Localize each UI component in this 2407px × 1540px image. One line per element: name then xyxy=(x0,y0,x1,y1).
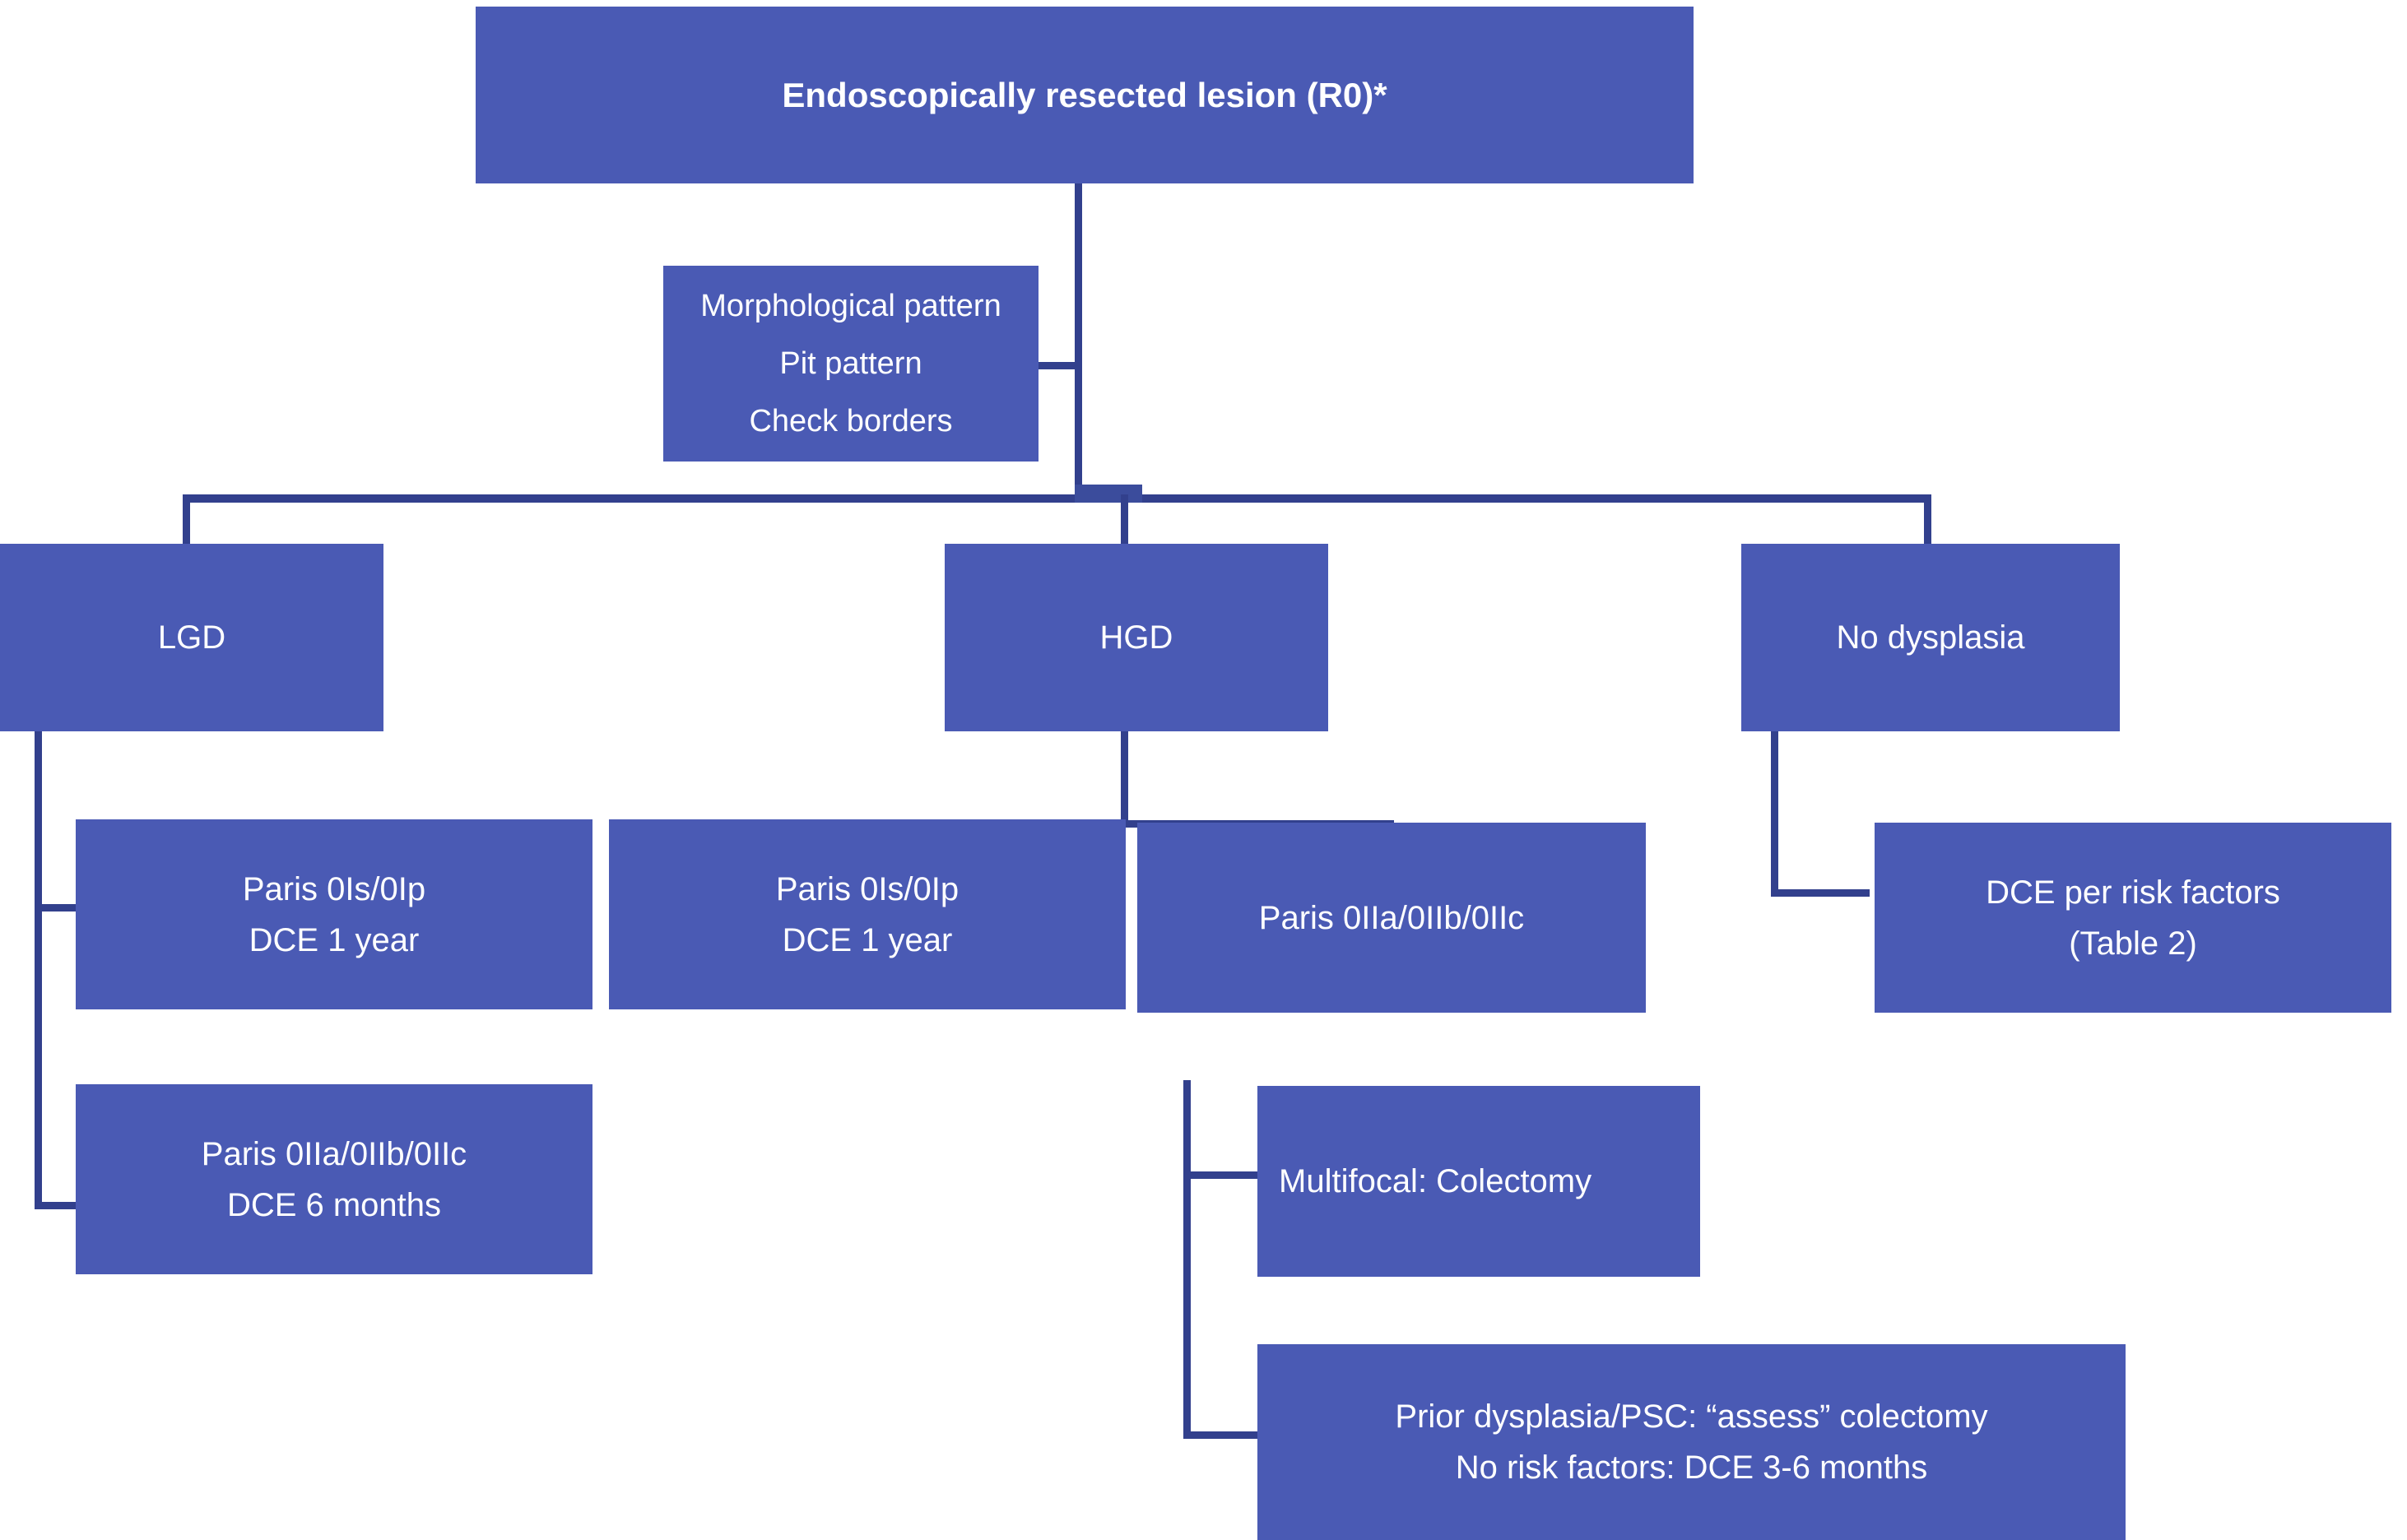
node-prior-dysplasia-line-2: No risk factors: DCE 3-6 months xyxy=(1455,1450,1928,1486)
node-lgd[interactable]: LGD xyxy=(0,544,383,731)
connector-bus-to-no-dysplasia xyxy=(1924,494,1931,546)
connector-paris-iia-stub-prior xyxy=(1183,1431,1257,1439)
node-prior-dysplasia-line-1: Prior dysplasia/PSC: “assess” colectomy xyxy=(1395,1399,1988,1435)
node-root-label: Endoscopically resected lesion (R0)* xyxy=(782,75,1387,114)
node-lgd-paris-iia-line-1: Paris 0IIa/0IIb/0IIc xyxy=(201,1135,467,1172)
node-assessment[interactable]: Morphological pattern Pit pattern Check … xyxy=(663,266,1039,462)
node-no-dysplasia-label: No dysplasia xyxy=(1836,619,2025,656)
node-no-dysplasia[interactable]: No dysplasia xyxy=(1741,544,2120,731)
node-assessment-line-2: Pit pattern xyxy=(779,346,922,381)
node-hgd-paris-is-ip-line-2: DCE 1 year xyxy=(782,921,953,958)
node-lgd-paris-iia-line-2: DCE 6 months xyxy=(226,1186,442,1223)
node-lgd-label: LGD xyxy=(157,619,226,656)
node-lgd-paris-is-ip-line-1: Paris 0Is/0Ip xyxy=(242,870,426,907)
node-hgd[interactable]: HGD xyxy=(945,544,1328,731)
connector-paris-iia-stub-multifocal xyxy=(1183,1171,1257,1179)
connector-lgd-spine xyxy=(35,731,42,1209)
connector-bus-to-hgd xyxy=(1121,494,1128,546)
node-lgd-paris-iia[interactable]: Paris 0IIa/0IIb/0IIc DCE 6 months xyxy=(76,1084,592,1274)
connector-bus-junction xyxy=(1075,485,1142,503)
node-hgd-paris-iia-line-1: Paris 0IIa/0IIb/0IIc xyxy=(1258,899,1525,936)
connector-no-dysplasia-drop xyxy=(1771,731,1778,896)
node-hgd-paris-is-ip[interactable]: Paris 0Is/0Ip DCE 1 year xyxy=(609,819,1126,1009)
node-dce-risk-factors-line-2: (Table 2) xyxy=(2069,925,2197,962)
node-hgd-paris-is-ip-line-1: Paris 0Is/0Ip xyxy=(775,870,960,907)
node-assessment-line-3: Check borders xyxy=(749,404,953,439)
node-hgd-paris-iia[interactable]: Paris 0IIa/0IIb/0IIc xyxy=(1137,823,1646,1013)
node-hgd-label: HGD xyxy=(1099,619,1173,656)
connector-lgd-stub-1 xyxy=(35,904,76,911)
node-dce-risk-factors-line-1: DCE per risk factors xyxy=(1986,874,2280,911)
connector-assessment-stub xyxy=(1039,362,1081,369)
connector-bus-horizontal xyxy=(183,494,1931,503)
connector-lgd-stub-2 xyxy=(35,1202,76,1209)
node-multifocal-line-1: Multifocal: Colectomy xyxy=(1279,1163,1592,1199)
connector-hgd-drop xyxy=(1121,731,1128,828)
node-dce-risk-factors[interactable]: DCE per risk factors (Table 2) xyxy=(1875,823,2391,1013)
node-lgd-paris-is-ip[interactable]: Paris 0Is/0Ip DCE 1 year xyxy=(76,819,592,1009)
node-lgd-paris-is-ip-line-2: DCE 1 year xyxy=(249,921,420,958)
connector-root-to-bus xyxy=(1075,183,1082,502)
node-root[interactable]: Endoscopically resected lesion (R0)* xyxy=(476,7,1694,183)
connector-bus-to-lgd xyxy=(183,494,190,546)
connector-no-dysplasia-elbow xyxy=(1771,889,1870,897)
node-assessment-line-1: Morphological pattern xyxy=(700,288,1001,323)
connector-hgd-bus xyxy=(867,820,1394,828)
connector-paris-iia-spine xyxy=(1183,1080,1191,1439)
node-prior-dysplasia[interactable]: Prior dysplasia/PSC: “assess” colectomy … xyxy=(1257,1344,2126,1540)
node-multifocal[interactable]: Multifocal: Colectomy xyxy=(1257,1086,1700,1277)
